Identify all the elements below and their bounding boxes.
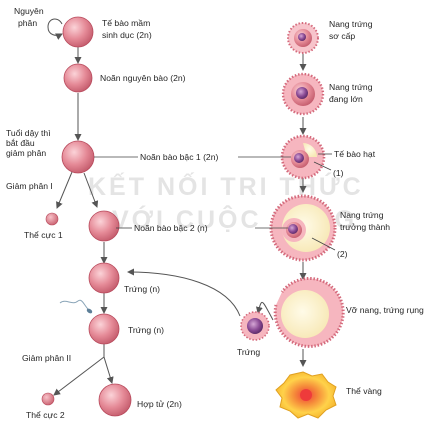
label-nang-trung-dang-lon-line-1: Nang trứng <box>329 82 373 92</box>
ruptured-follicle <box>275 278 343 346</box>
label-te-bao-mam-line-2: sinh dục (2n) <box>102 30 152 40</box>
label-nguyen-phan-line-2: phân <box>18 18 37 28</box>
label-nguyen-phan: Nguyên phân <box>14 6 46 28</box>
label-marker-2: (2) <box>337 249 348 259</box>
label-vo-nang: Vỡ nang, trứng rụng <box>346 305 424 315</box>
growing-follicle <box>283 74 323 114</box>
label-hop-tu: Hợp tử (2n) <box>137 399 182 409</box>
label-tuoi-day-thi-line-1: Tuổi dậy thì <box>6 128 51 138</box>
label-nang-trung-truong-thanh-line-1: Nang trứng <box>340 210 384 220</box>
label-tuoi-day-thi-line-2: bắt đầu <box>6 138 35 148</box>
primary-follicle <box>288 23 318 53</box>
polar-body-2 <box>42 393 54 405</box>
label-the-cuc-2: Thể cực 2 <box>26 410 65 420</box>
label-nguyen-phan-line-1: Nguyên <box>14 6 44 16</box>
label-trung-n-2: Trứng (n) <box>128 325 164 335</box>
mitosis-loop-arrow <box>48 19 62 35</box>
egg-cell-2 <box>89 314 119 344</box>
released-egg <box>241 312 269 340</box>
sperm-icon <box>60 300 93 314</box>
secondary-oocyte-cell <box>89 211 119 241</box>
label-te-bao-mam: Tế bào mầm sinh dục (2n) <box>102 18 153 40</box>
label-nang-trung-truong-thanh-line-2: trưởng thành <box>340 222 390 232</box>
oogonium-cell <box>64 64 92 92</box>
label-the-cuc-1: Thể cực 1 <box>24 230 63 240</box>
label-trung-n-1: Trứng (n) <box>124 284 160 294</box>
label-nang-trung-so-cap-line-2: sơ cấp <box>329 31 355 41</box>
label-trung: Trứng <box>237 347 260 357</box>
label-noan-bao-bac-2: Noãn bào bậc 2 (n) <box>134 223 208 233</box>
polar-body-1 <box>46 213 58 225</box>
corpus-luteum <box>276 372 336 418</box>
label-tuoi-day-thi: Tuổi dậy thì bắt đầu giảm phân <box>6 128 53 158</box>
label-giam-phan-1: Giảm phân I <box>6 181 53 191</box>
egg-cell-1 <box>89 263 119 293</box>
label-nang-trung-dang-lon-line-2: đang lớn <box>329 94 363 104</box>
label-marker-1: (1) <box>333 168 344 178</box>
germ-cell <box>63 17 93 47</box>
arrow-to-zygote <box>104 344 112 383</box>
label-giam-phan-2: Giảm phân II <box>22 353 71 363</box>
label-te-bao-mam-line-1: Tế bào mầm <box>102 18 150 28</box>
label-tuoi-day-thi-line-3: giảm phân <box>6 148 46 158</box>
label-nang-trung-so-cap: Nang trứng sơ cấp <box>329 19 375 41</box>
watermark-line-1: KẾT NỐI TRI THỨC <box>88 171 364 201</box>
label-noan-bao-bac-1: Noãn bào bậc 1 (2n) <box>140 152 218 162</box>
label-te-bao-hat: Tế bào hạt <box>334 149 376 159</box>
arrow-primary-to-polar-1 <box>57 172 72 208</box>
primary-oocyte-cell <box>62 141 94 173</box>
zygote-cell <box>99 384 131 416</box>
arrow-egg-to-left <box>128 272 240 316</box>
label-the-vang: Thể vàng <box>346 386 382 396</box>
label-nang-trung-so-cap-line-1: Nang trứng <box>329 19 373 29</box>
label-nang-trung-dang-lon: Nang trứng đang lớn <box>329 82 375 104</box>
label-noan-nguyen-bao: Noãn nguyên bào (2n) <box>100 73 186 83</box>
